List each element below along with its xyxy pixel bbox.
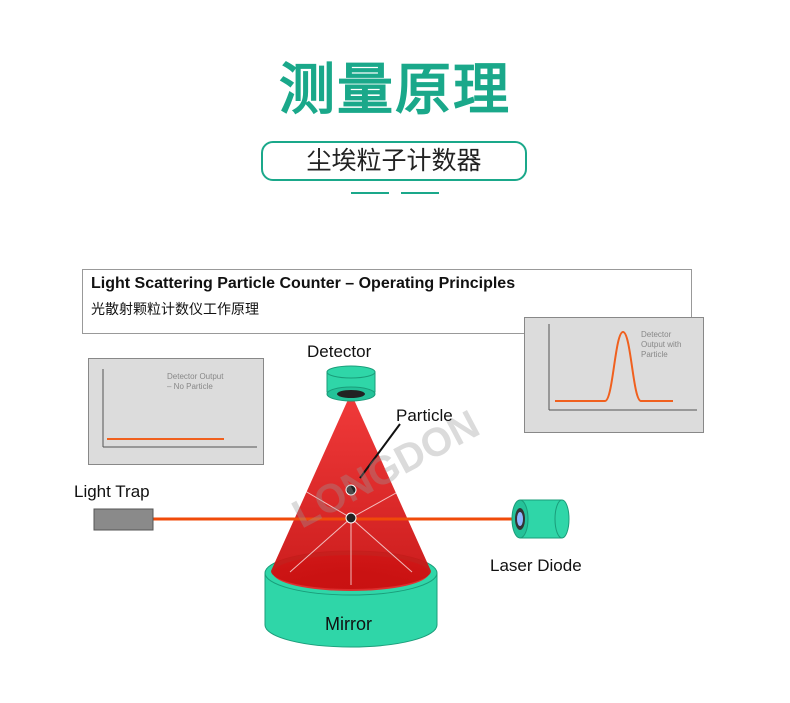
graph-with-particle-plot [548,324,697,411]
label-mirror: Mirror [325,614,372,634]
detector [326,365,376,402]
label-laser-diode: Laser Diode [490,556,582,575]
light-trap [93,508,154,531]
graph-no-particle-plot [102,369,257,448]
scatter-rays [289,487,413,585]
page-subtitle: 尘埃粒子计数器 [261,141,527,181]
title-underline-left [351,192,389,194]
figure-heading-en: Light Scattering Particle Counter – Oper… [91,275,516,292]
label-detector: Detector [307,342,372,361]
figure-header: Light Scattering Particle Counter – Oper… [82,269,692,334]
laser-diode [511,499,570,539]
label-light-trap: Light Trap [74,482,150,501]
label-particle: Particle [396,406,453,425]
graph-no-particle: Detector Output – No Particle [88,358,264,465]
figure-heading-cn: 光散射颗粒计数仪工作原理 [91,302,259,318]
title-underline-right [401,192,439,194]
particle-pointer [359,423,401,479]
particle-upper [345,484,357,496]
page-title: 测量原理 [279,58,511,123]
graph-with-particle-label: Detector Output with Particle [641,330,682,359]
graph-with-particle: Detector Output with Particle [524,317,704,433]
graph-no-particle-label: Detector Output – No Particle [167,372,224,391]
particle-in-beam [345,512,357,524]
